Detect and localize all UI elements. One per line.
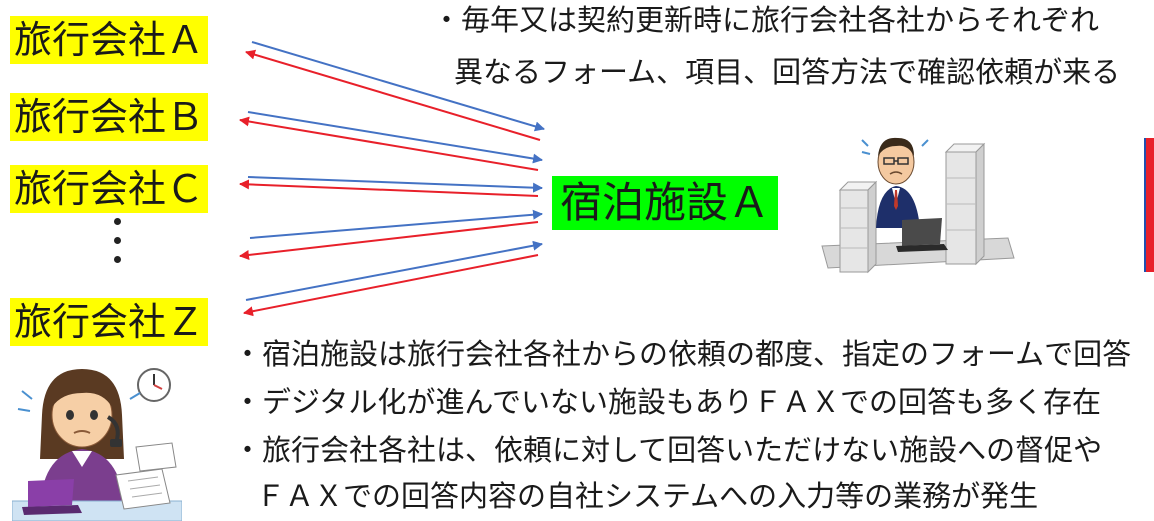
bottom-note-line-4: ＦＡＸでの回答内容の自社システムへの入力等の業務が発生	[256, 479, 1039, 513]
bottom-note-line-3: ・旅行会社各社は、依頼に対して回答いただけない施設への督促や	[233, 433, 1103, 467]
request-arrow-a	[251, 41, 545, 132]
top-note-line-2: 異なるフォーム、項目、回答方法で確認依頼が来る	[454, 55, 1121, 89]
request-arrow-dots	[249, 209, 543, 239]
vertical-ellipsis	[114, 218, 124, 263]
request-arrow-z	[245, 240, 543, 301]
top-note-line-1: ・毎年又は契約更新時に旅行会社各社からそれぞれ	[432, 3, 1100, 37]
agency-a-label: 旅行会社Ａ	[10, 16, 209, 64]
edge-decoration	[1144, 138, 1154, 272]
request-arrow-c	[247, 176, 543, 193]
agency-b-label: 旅行会社Ｂ	[10, 93, 209, 141]
bottom-note-line-2: ・デジタル化が進んでいない施設もありＦＡＸでの回答も多く存在	[233, 385, 1101, 419]
agency-z-label: 旅行会社Ｚ	[10, 298, 209, 346]
reply-arrow-c	[239, 179, 539, 197]
agency-c-label: 旅行会社Ｃ	[10, 165, 209, 213]
reply-arrow-z	[243, 254, 539, 317]
reply-arrow-b	[239, 116, 539, 171]
request-arrow-b	[247, 111, 543, 164]
travel-agent-icon	[12, 368, 182, 521]
reply-arrow-dots	[239, 221, 539, 260]
bottom-note-line-1: ・宿泊施設は旅行会社各社からの依頼の都度、指定のフォームで回答	[233, 337, 1132, 371]
facility-label: 宿泊施設Ａ	[552, 176, 779, 230]
reply-arrow-a	[245, 49, 541, 141]
hotel-staff-icon	[821, 137, 1015, 274]
